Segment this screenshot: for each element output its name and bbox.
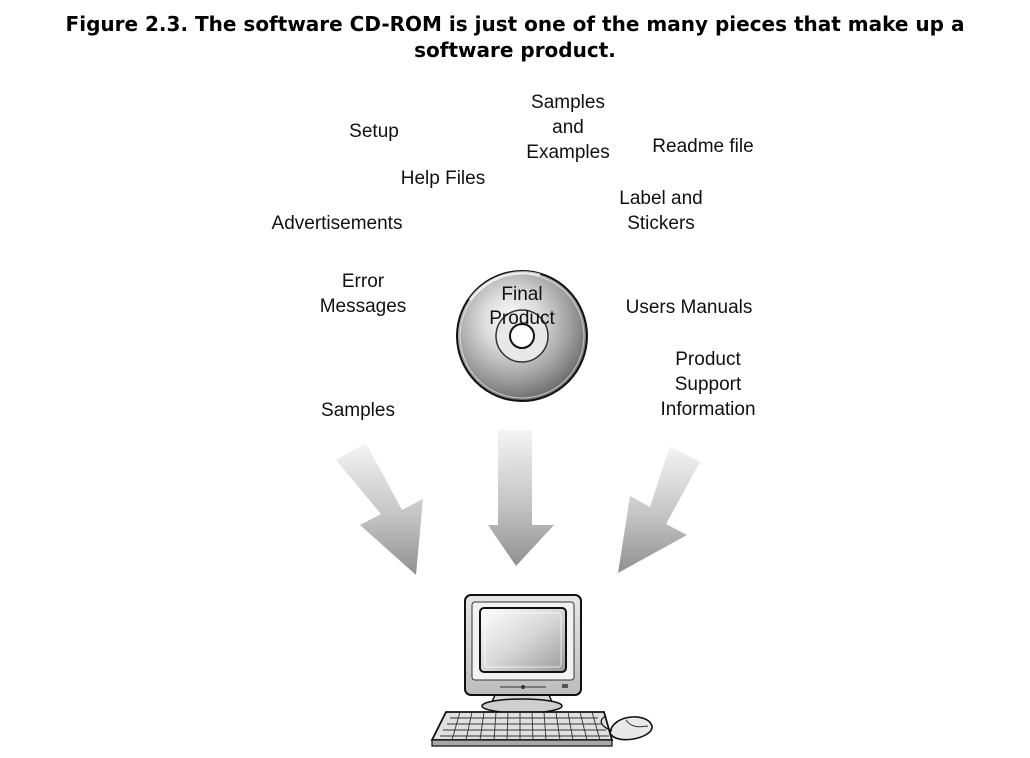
caption-line-1: Figure 2.3. The software CD-ROM is just … (65, 12, 965, 36)
cd-disc-icon (456, 270, 588, 402)
disc-label: Final Product (470, 283, 574, 331)
piece-error-messages: Error Messages (319, 271, 407, 317)
figure-caption: Figure 2.3. The software CD-ROM is just … (0, 11, 1030, 63)
piece-readme-file: Readme file (652, 136, 754, 157)
piece-samples-and-examples: Samples and Examples (526, 92, 610, 163)
arrow-down-icon (618, 446, 700, 573)
computer-icon (430, 594, 653, 747)
piece-label-and-stickers: Label and Stickers (619, 188, 703, 234)
disc-label-line-1: Final (501, 284, 543, 305)
piece-users-manuals: Users Manuals (625, 297, 753, 318)
piece-help-files: Help Files (400, 168, 486, 189)
disc-label-line-2: Product (489, 308, 555, 329)
piece-product-support-information: Product Support Information (660, 349, 756, 420)
arrow-down-icon (336, 443, 423, 575)
piece-setup: Setup (349, 121, 399, 142)
piece-samples: Samples (321, 400, 395, 421)
piece-advertisements: Advertisements (271, 213, 403, 234)
caption-line-2: software product. (414, 38, 616, 62)
arrow-down-icon (488, 430, 554, 566)
